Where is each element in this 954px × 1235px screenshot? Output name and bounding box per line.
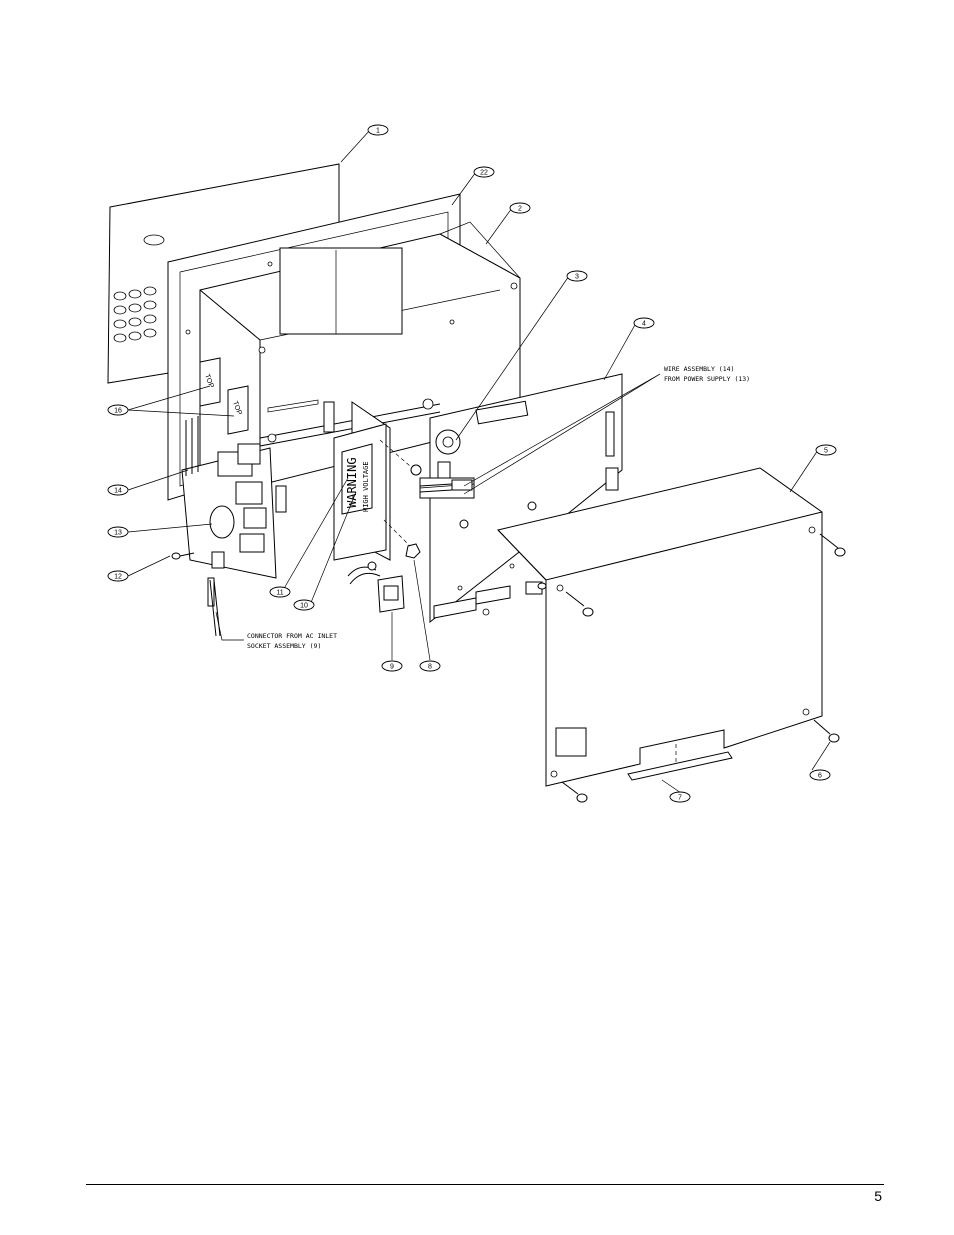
top-label-2: TOP [231, 400, 243, 416]
screw-6-a [819, 533, 846, 557]
svg-text:8: 8 [428, 664, 432, 671]
warning-label: WARNING [345, 457, 359, 508]
standoffs [379, 439, 422, 559]
svg-text:7: 7 [678, 795, 682, 802]
balloon-4: 4 [633, 317, 655, 329]
balloon-14: 14 [107, 484, 129, 496]
leader-lines [127, 129, 831, 796]
balloon-1: 1 [367, 124, 389, 136]
balloon-13: 13 [107, 526, 129, 538]
svg-text:22: 22 [480, 170, 488, 177]
balloon-6: 6 [809, 769, 831, 781]
balloon-3: 3 [566, 270, 588, 282]
svg-text:11: 11 [276, 590, 283, 597]
screw-6-d [561, 781, 588, 803]
ac-connector-note: CONNECTOR FROM AC INLET SOCKET ASSEMBLY … [247, 632, 337, 650]
screw-6-c [813, 719, 840, 743]
svg-text:3: 3 [575, 274, 579, 281]
balloon-5: 5 [815, 444, 837, 456]
svg-text:4: 4 [642, 321, 646, 328]
svg-text:6: 6 [818, 773, 822, 780]
balloon-10: 10 [293, 599, 315, 611]
balloon-11: 11 [269, 586, 291, 598]
balloon-7: 7 [669, 791, 691, 803]
top-label-1: TOP [203, 373, 215, 389]
balloon-12: 12 [107, 570, 129, 582]
screw-6-b [565, 591, 594, 617]
svg-text:10: 10 [300, 603, 308, 610]
wire-assembly-connector [419, 479, 473, 493]
keypad-buttons [113, 286, 157, 343]
ac-inlet-socket [347, 561, 405, 613]
svg-text:5: 5 [824, 448, 828, 455]
warning-shield: WARNING HIGH VOLTAGE [333, 401, 391, 561]
screw-12 [171, 552, 195, 560]
svg-text:14: 14 [114, 488, 122, 495]
wire-assembly-note: WIRE ASSEMBLY (14) FROM POWER SUPPLY (13… [664, 365, 750, 383]
connector-note-line2: SOCKET ASSEMBLY (9) [247, 642, 321, 650]
svg-text:9: 9 [390, 664, 394, 671]
page-number: 5 [874, 1188, 882, 1204]
high-voltage-label: HIGH VOLTAGE [362, 461, 370, 512]
wire-note-line1: WIRE ASSEMBLY (14) [664, 365, 734, 373]
balloon-2: 2 [509, 202, 531, 214]
balloon-9: 9 [381, 660, 403, 672]
power-supply-board [181, 416, 287, 579]
svg-text:12: 12 [114, 574, 122, 581]
svg-text:1: 1 [376, 128, 380, 135]
balloon-8: 8 [419, 660, 441, 672]
rear-cover [497, 467, 823, 787]
screw-pcb [537, 582, 547, 590]
wire-note-line2: FROM POWER SUPPLY (13) [664, 375, 750, 383]
svg-text:2: 2 [518, 206, 522, 213]
footer-rule [86, 1184, 884, 1185]
cover-screws [537, 533, 846, 803]
svg-text:13: 13 [114, 530, 122, 537]
svg-text:16: 16 [114, 408, 122, 415]
callout-balloons: 1 22 2 3 4 5 16 14 [107, 124, 837, 803]
ac-inlet-connector-leads [207, 577, 221, 637]
balloon-22: 22 [473, 166, 495, 178]
connector-note-line1: CONNECTOR FROM AC INLET [247, 632, 337, 640]
rear-bar [627, 751, 733, 781]
top-labels: TOP TOP [199, 357, 249, 435]
balloon-16: 16 [107, 404, 129, 416]
